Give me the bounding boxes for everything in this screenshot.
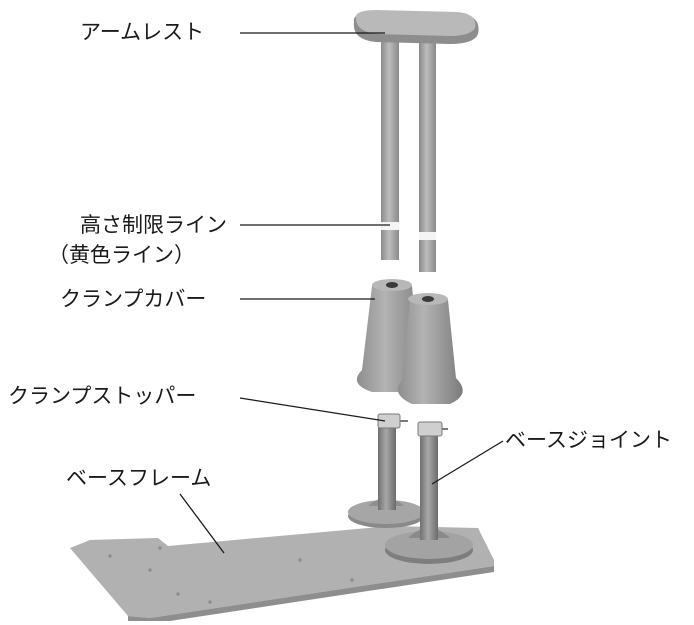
leader-line-clamp-stopper: [239, 397, 386, 422]
leader-line-base-frame: [179, 493, 225, 554]
pole-left: [381, 40, 399, 260]
label-clamp-stopper: クランプストッパー: [8, 384, 197, 408]
leader-lines: [179, 32, 504, 554]
clamp-stopper: [377, 413, 448, 437]
label-base-joint: ベースジョイント: [505, 428, 672, 452]
label-height-limit-line: 高さ制限ライン: [80, 213, 227, 237]
base-joint-left: [348, 422, 424, 528]
leader-line-base-joint: [431, 440, 504, 485]
armrest: [353, 10, 479, 44]
label-base-frame: ベースフレーム: [66, 466, 212, 490]
label-clamp-cover: クランプカバー: [60, 287, 207, 311]
clamp-cover-right: [397, 293, 463, 404]
base-joint-right: [385, 429, 473, 564]
label-height-limit-line-color: （黄色ライン）: [48, 243, 195, 267]
pole-right: [419, 42, 436, 272]
label-armrest: アームレスト: [80, 20, 205, 44]
